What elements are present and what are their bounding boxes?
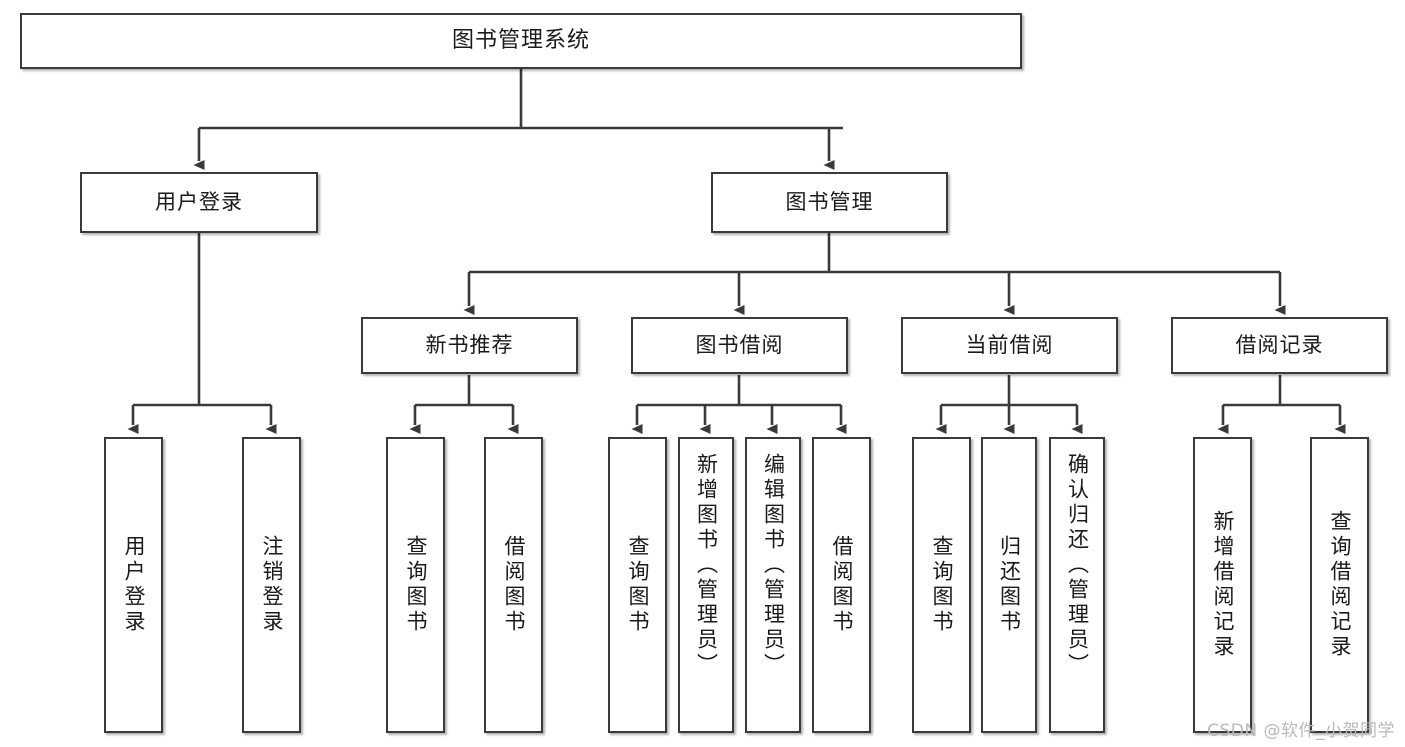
leaf-return-book-label: 归还图书 [997,535,1022,635]
leaf-query-book-current-label: 查询图书 [930,535,954,635]
leaf-query-borrow-record-label: 查询借阅记录 [1328,510,1352,660]
node-current-borrow-label: 当前借阅 [965,333,1054,358]
node-new-book-recommend[interactable]: 新书推荐 [361,317,578,374]
watermark: CSDN @软件_小贺同学 [1207,721,1395,741]
node-book-management-label: 图书管理 [785,190,874,215]
node-book-management[interactable]: 图书管理 [711,172,948,233]
leaf-add-borrow-record-label: 新增借阅记录 [1211,510,1235,660]
leaf-query-book-recommend[interactable]: 查询图书 [386,437,445,733]
leaf-edit-book-admin[interactable]: 编辑图书（管理员） [745,437,801,733]
leaf-query-book-recommend-label: 查询图书 [404,535,428,635]
node-book-borrow[interactable]: 图书借阅 [631,317,848,374]
node-borrow-record-label: 借阅记录 [1235,333,1324,358]
leaf-borrow-book-borrow[interactable]: 借阅图书 [812,437,871,733]
leaf-user-login-label: 用户登录 [122,535,146,635]
leaf-logout-login[interactable]: 注销登录 [242,437,301,733]
leaf-add-borrow-record[interactable]: 新增借阅记录 [1193,437,1252,733]
node-user-login[interactable]: 用户登录 [80,172,318,233]
leaf-edit-book-admin-label: 编辑图书（管理员） [761,453,786,678]
leaf-borrow-book-recommend-label: 借阅图书 [502,535,526,635]
leaf-user-login[interactable]: 用户登录 [104,437,163,733]
leaf-logout-login-label: 注销登录 [260,535,284,635]
node-root-label: 图书管理系统 [451,28,590,54]
leaf-confirm-return-admin[interactable]: 确认归还（管理员） [1049,437,1105,733]
node-book-borrow-label: 图书借阅 [695,333,784,358]
node-borrow-record[interactable]: 借阅记录 [1171,317,1388,374]
node-new-book-recommend-label: 新书推荐 [425,333,514,358]
leaf-query-book-borrow[interactable]: 查询图书 [608,437,667,733]
leaf-add-book-admin-label: 新增图书（管理员） [694,453,719,678]
leaf-query-borrow-record[interactable]: 查询借阅记录 [1310,437,1369,733]
leaf-return-book[interactable]: 归还图书 [981,437,1037,733]
leaf-confirm-return-admin-label: 确认归还（管理员） [1065,453,1090,678]
leaf-borrow-book-recommend[interactable]: 借阅图书 [484,437,543,733]
leaf-query-book-current[interactable]: 查询图书 [912,437,971,733]
node-root[interactable]: 图书管理系统 [20,13,1022,69]
node-current-borrow[interactable]: 当前借阅 [901,317,1118,374]
leaf-add-book-admin[interactable]: 新增图书（管理员） [678,437,734,733]
leaf-borrow-book-borrow-label: 借阅图书 [830,535,854,635]
leaf-query-book-borrow-label: 查询图书 [626,535,650,635]
node-user-login-label: 用户登录 [155,190,243,215]
